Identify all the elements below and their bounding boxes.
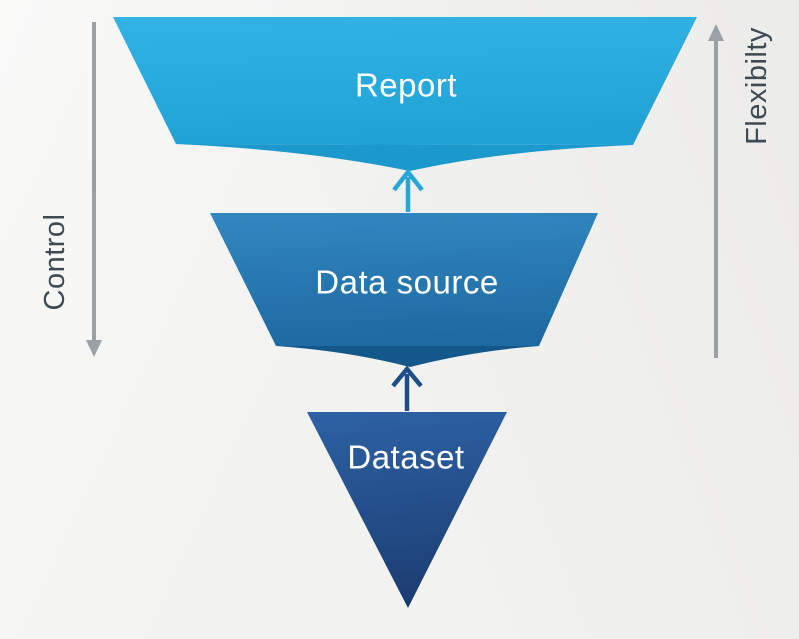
layer-data-source: Data source [210,213,598,367]
report-shape-fold [176,144,633,171]
report-shape [113,17,697,145]
dataset-label: Dataset [347,439,464,476]
layer-report: Report [113,17,697,171]
flow-arrow-up-icon-2 [391,365,423,411]
control-axis-arrowhead-down-icon [86,340,102,357]
report-label: Report [355,67,457,104]
data-source-shape [210,213,598,346]
flow-arrow-up-icon-1 [392,168,424,212]
data-source-label: Data source [315,264,498,301]
control-axis: Control [39,22,102,357]
control-axis-label: Control [39,214,71,311]
data-source-shape-fold [276,346,539,367]
flexibility-axis: Flexibilty [708,24,773,358]
layer-dataset: Dataset [307,412,507,608]
flexibility-axis-arrowhead-up-icon [708,24,724,41]
flexibility-axis-label: Flexibilty [741,27,773,145]
dataset-shape [307,412,507,608]
